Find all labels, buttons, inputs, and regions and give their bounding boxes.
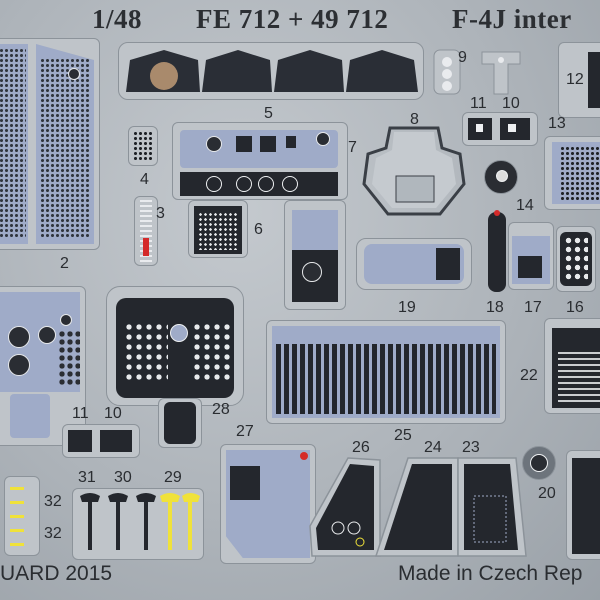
part-label-31: 31	[78, 469, 96, 486]
part-10-light	[508, 124, 516, 132]
part-label-32a: 32	[44, 493, 62, 510]
part-label-10b: 10	[104, 405, 122, 422]
part-label-11a: 11	[470, 95, 487, 112]
left-cluster-dial-3	[38, 326, 56, 344]
handles-shapes	[80, 493, 200, 550]
part-label-30: 30	[114, 469, 132, 486]
part-7-box-1	[236, 136, 252, 152]
aircraft-title: F-4J inter	[452, 4, 572, 34]
part-10b-panel	[100, 430, 132, 452]
part-19-box	[436, 248, 460, 280]
part-6-right-upper	[292, 210, 338, 250]
part-14-detail	[560, 146, 600, 200]
part-label-7: 7	[348, 139, 357, 156]
part-7-box-3	[286, 136, 296, 148]
part-6-right-dial	[302, 262, 322, 282]
part-3-red-strip	[143, 238, 149, 256]
part-label-12: 12	[566, 71, 584, 88]
part-label-22: 20	[538, 485, 556, 502]
part-22-center	[530, 454, 548, 472]
part-label-11b: 11	[72, 405, 89, 422]
copyright-text: UARD 2015	[0, 562, 113, 585]
left-cluster-lower	[10, 394, 50, 438]
part-label-8: 8	[410, 111, 419, 128]
part-7-dial-2	[316, 132, 330, 146]
part-4-detail	[133, 131, 153, 161]
part-label-20: 22	[520, 367, 538, 384]
part-24-shape	[374, 457, 459, 557]
right-bottom-panel	[572, 458, 600, 554]
part-2-knob	[68, 68, 80, 80]
part-label-17: 17	[524, 299, 542, 316]
part-28-dials-left	[124, 322, 168, 382]
part-2-switches	[0, 48, 26, 238]
part-20-lines	[558, 352, 600, 402]
part-label-24: 24	[424, 439, 442, 456]
part-25-keys	[276, 344, 496, 414]
part-label-26: 26	[352, 439, 370, 456]
left-cluster-knobs	[58, 330, 80, 386]
part-6-left-switches	[198, 212, 238, 250]
part-label-23: 23	[462, 439, 480, 456]
part-16-dots	[564, 236, 588, 282]
part-label-3: 3	[156, 205, 165, 222]
part-32-pins	[10, 486, 24, 546]
part-label-16: 16	[566, 299, 584, 316]
part-label-5: 5	[264, 105, 273, 122]
part-label-6: 6	[254, 221, 263, 238]
scale-text: 1/48	[92, 4, 143, 34]
part-label-10a: 10	[502, 95, 520, 112]
part-label-29: 29	[164, 469, 182, 486]
part-18-strip	[488, 212, 506, 292]
part-18-red-light	[494, 210, 500, 216]
part-7-box-2	[260, 136, 276, 152]
part-label-9: 9	[458, 49, 467, 66]
part-28-attitude	[170, 324, 188, 342]
part-28-dials-right	[192, 322, 230, 382]
part-label-19: 19	[398, 299, 416, 316]
part-label-32b: 32	[44, 525, 62, 542]
part-7-gauge-1	[206, 176, 222, 192]
part-26-shape	[309, 457, 381, 557]
part-7-gauge-4	[282, 176, 298, 192]
part-11b-panel	[68, 430, 92, 452]
left-cluster-dial-1	[8, 326, 30, 348]
part-7-gauge-3	[258, 176, 274, 192]
made-in-text: Made in Czech Rep	[398, 562, 583, 585]
part-label-2: 2	[60, 255, 69, 272]
part-7-dial-1	[206, 136, 222, 152]
part-9-shape	[433, 49, 521, 95]
part-label-14: 13	[548, 115, 566, 132]
part-label-13: 14	[516, 197, 534, 214]
part-23-shape	[457, 457, 527, 557]
part-label-4: 4	[140, 171, 149, 188]
part-7-upper	[180, 130, 338, 168]
product-codes: FE 712 + 49 712	[196, 4, 389, 34]
part-label-28: 28	[212, 401, 230, 418]
part-27-red-dot	[300, 452, 308, 460]
part-label-27: 27	[236, 423, 254, 440]
part-17-box	[518, 256, 542, 278]
part-27-box	[230, 466, 260, 500]
part-7-gauge-2	[236, 176, 252, 192]
part-12-panel	[588, 52, 600, 108]
part-28-stem	[164, 402, 196, 444]
left-cluster-dial-4	[60, 314, 72, 326]
part-2-buttons	[40, 58, 90, 238]
part-label-18: 18	[486, 299, 504, 316]
part-5-shapes	[126, 50, 418, 92]
left-cluster-dial-2	[8, 354, 30, 376]
part-label-25: 25	[394, 427, 412, 444]
part-13-center	[496, 170, 508, 182]
part-8-shape	[362, 126, 466, 216]
part-11-light	[476, 124, 483, 132]
